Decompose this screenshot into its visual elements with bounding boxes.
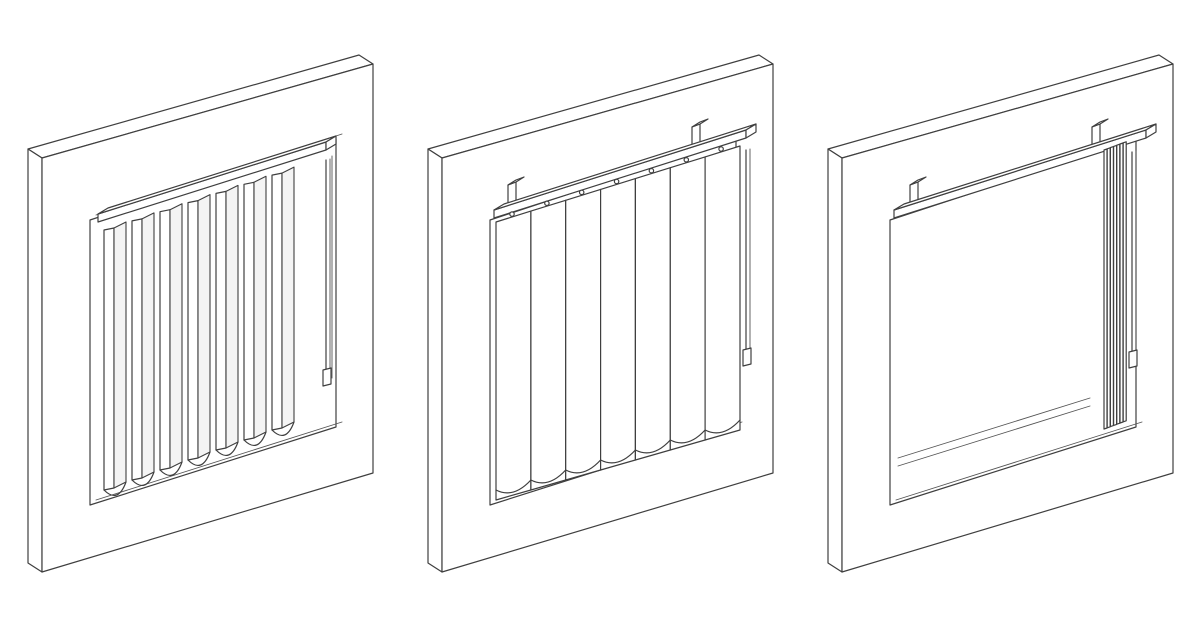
slat-hook-1 — [509, 211, 515, 217]
slat-weight-1 — [495, 479, 532, 494]
slat-hook-5 — [648, 167, 655, 174]
slat-edge-2 — [131, 218, 143, 481]
slat-weight-6 — [669, 429, 706, 444]
slat-face-6 — [253, 175, 267, 439]
slat-7 — [704, 145, 741, 441]
control-wand-weight — [1128, 349, 1138, 369]
slat-weight-1 — [103, 481, 127, 497]
slat-6 — [669, 156, 706, 451]
slat-1 — [495, 210, 532, 501]
bracket-left-top — [909, 176, 927, 186]
slat-edge-7 — [271, 172, 283, 431]
slat-hook-6 — [683, 157, 690, 163]
sill-line-2 — [897, 405, 1091, 467]
slat-5 — [634, 167, 671, 461]
slat-edge-5 — [215, 190, 227, 451]
slat-edge-4 — [187, 200, 199, 461]
slat-edge-6 — [243, 181, 255, 441]
stacked-slat-6 — [1119, 142, 1124, 424]
slat-weight-5 — [634, 439, 671, 454]
slat-face-3 — [169, 203, 183, 469]
slat-stack — [1103, 141, 1127, 430]
panel-blinds-closed — [427, 54, 774, 573]
stacked-slat-2 — [1106, 147, 1111, 429]
headrail-end — [325, 135, 337, 151]
slat-4 — [599, 178, 637, 471]
slat-weight-4 — [600, 449, 636, 464]
slat-group — [103, 166, 295, 497]
slat-face-2 — [141, 212, 155, 479]
recess-bottom — [95, 421, 343, 501]
headrail-end — [745, 123, 757, 139]
sill-line — [897, 397, 1091, 459]
bracket-right-top — [691, 118, 709, 128]
slat-face-4 — [197, 194, 211, 459]
slat-2 — [530, 199, 567, 491]
control-wand-weight — [322, 367, 332, 387]
frame-left-edge — [427, 148, 443, 573]
slat-3 — [565, 188, 602, 481]
slat-edge-1 — [103, 227, 115, 491]
slat-weight-7 — [704, 419, 741, 434]
panel-blinds-open — [27, 54, 374, 573]
frame-left-edge — [827, 148, 843, 573]
stacked-slat-1 — [1103, 148, 1108, 430]
stacked-slat-5 — [1116, 143, 1121, 425]
slat-weight-3 — [565, 459, 602, 474]
slat-hook-3 — [578, 189, 585, 196]
panel-blinds-stacked — [827, 54, 1174, 573]
slat-weight-7 — [271, 421, 295, 437]
slat-weight-6 — [243, 431, 267, 447]
bracket-right-top — [1091, 118, 1109, 128]
stacked-slat-4 — [1112, 144, 1118, 426]
slat-edge-3 — [159, 209, 171, 471]
stacked-slat-3 — [1109, 146, 1115, 428]
stacked-slat-7 — [1122, 141, 1127, 423]
frame-left-edge — [27, 148, 43, 573]
bracket-left-top — [507, 176, 525, 186]
slat-weight-2 — [530, 469, 567, 484]
slat-weight-5 — [215, 441, 239, 457]
headrail-end — [1145, 123, 1157, 139]
slat-hook-4 — [613, 178, 620, 185]
slat-face-7 — [281, 166, 295, 429]
slat-weight-2 — [131, 471, 155, 487]
slat-face-1 — [113, 221, 127, 489]
slat-hook-7 — [718, 146, 724, 152]
slat-weight-4 — [187, 451, 211, 467]
recess-bottom — [895, 421, 1143, 501]
slat-hook-2 — [544, 200, 550, 207]
slat-weight-3 — [159, 461, 183, 477]
slat-group — [495, 145, 741, 501]
slat-face-5 — [225, 184, 239, 449]
control-wand-weight — [742, 347, 752, 367]
